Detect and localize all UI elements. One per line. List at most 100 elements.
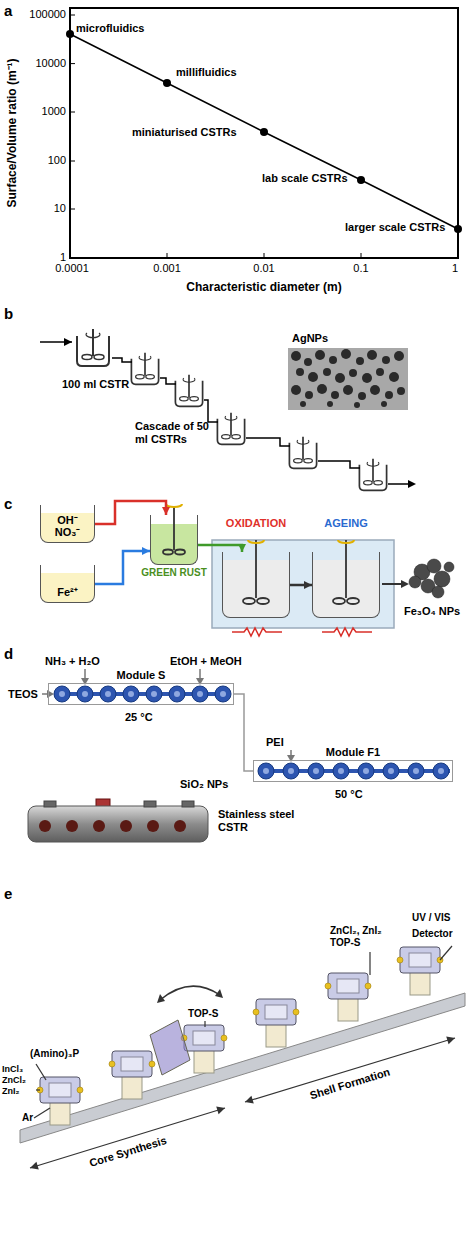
tem-image — [288, 348, 408, 410]
arrow-head — [401, 580, 409, 588]
photo-label: Stainless steel CSTR — [218, 808, 313, 834]
tick-label: 100000 — [22, 8, 66, 21]
reactor-bases — [50, 971, 430, 1125]
tick-label: 0.1 — [353, 262, 368, 275]
arrow-head — [142, 547, 150, 555]
image-label: AgNPs — [292, 332, 328, 345]
point-label: microfluidics — [76, 22, 144, 35]
reagent-label: TOP-S — [188, 1008, 218, 1020]
span-arrow — [245, 1038, 455, 1102]
product-label: Fe₃O₄ NPs — [404, 605, 460, 618]
reagent-label: TEOS — [8, 688, 38, 701]
point-label: millifluidics — [176, 66, 237, 79]
feed-tank: OH⁻ NO₃⁻ — [40, 505, 95, 543]
connector — [290, 581, 312, 589]
cstr-chain — [258, 763, 449, 779]
magnetite-panel-c — [212, 540, 454, 636]
arrow-head — [446, 1037, 455, 1045]
reactor-vessel: AGEING — [312, 552, 380, 618]
tick-label: 10 — [22, 202, 66, 215]
node-text: OH⁻ NO₃⁻ — [48, 514, 88, 539]
tick-label: 0.0001 — [55, 262, 89, 275]
cstr-symbol — [359, 459, 386, 490]
water-bath — [212, 540, 394, 628]
silica-panel-d — [28, 669, 450, 842]
connector — [234, 694, 253, 771]
cstr-chain — [54, 686, 231, 702]
reagent-label: ZnCl₂, ZnI₂ TOP-S — [330, 925, 402, 949]
connector-line — [198, 545, 242, 552]
connector-line — [290, 584, 312, 587]
point-label: miniaturised CSTRs — [132, 126, 237, 139]
node-text: OXIDATION — [226, 517, 286, 530]
cstr-cascade-panel-b — [40, 329, 416, 490]
detector-label: Detector — [412, 928, 453, 940]
data-line — [70, 34, 458, 229]
node-text: GREEN RUST — [141, 567, 207, 579]
node-text: Fe²⁺ — [48, 586, 88, 599]
panel-letter: c — [4, 495, 12, 513]
reagent-label: NH₃ + H₂O — [45, 655, 100, 668]
temperature-label: 50 °C — [335, 788, 363, 801]
arrow-heads — [47, 678, 295, 762]
outlet-line — [382, 583, 402, 585]
reagent-label: (Amino)₃P — [30, 1048, 79, 1060]
heater-symbol — [232, 628, 282, 636]
product-label: SiO₂ NPs — [180, 778, 228, 791]
arrow-head — [408, 480, 416, 488]
rotation-mark — [248, 540, 264, 543]
arrow-head — [238, 544, 246, 552]
tick-label: 100 — [22, 154, 66, 167]
magnet-plate — [150, 1020, 190, 1075]
cstr-symbol — [175, 375, 202, 406]
tick-label: 1000 — [22, 105, 66, 118]
node-text: Module F1 — [326, 746, 380, 759]
arrow-head — [245, 1096, 254, 1104]
stage-label: Core Synthesis — [88, 1134, 168, 1170]
arrow-head — [30, 1162, 39, 1170]
tick-label: 0.01 — [253, 262, 274, 275]
arrow-head — [157, 994, 165, 1003]
reactor-vessel: GREEN RUST — [150, 515, 198, 565]
data-points — [66, 30, 462, 233]
flow-lines — [40, 342, 410, 484]
arrow-head — [162, 507, 170, 515]
node-text: Module S — [117, 669, 166, 682]
connector-line — [234, 694, 253, 771]
transfer-arrow — [160, 986, 220, 1000]
axis-title: Surface/Volume ratio (m⁻¹) — [5, 58, 19, 207]
arrow-head — [64, 338, 72, 346]
panel-letter: a — [4, 2, 12, 20]
heater-symbol — [322, 628, 372, 636]
cstr-symbol — [77, 329, 109, 366]
node-text: AGEING — [324, 517, 367, 530]
plot-frame — [70, 8, 458, 258]
stage-label: Shell Formation — [308, 1066, 391, 1103]
chart-panel-a — [66, 8, 462, 258]
rotation-mark — [166, 504, 182, 507]
arrow-head — [304, 581, 312, 589]
module-box: Module F1 — [253, 760, 453, 782]
reagent-label: Ar — [22, 1112, 33, 1124]
stainless-steel-photo — [28, 799, 208, 842]
arrow-head — [216, 1107, 225, 1115]
connector — [95, 547, 150, 584]
temperature-label: 25 °C — [125, 711, 153, 724]
point-label: lab scale CSTRs — [262, 172, 348, 185]
reactor-label: Cascade of 50 ml CSTRs — [135, 420, 209, 446]
cstr-symbol — [131, 353, 158, 384]
point-label: larger scale CSTRs — [345, 221, 445, 234]
axis-title: Characteristic diameter (m) — [186, 280, 341, 294]
rotation-mark — [338, 540, 354, 543]
quantum-dot-panel-e — [20, 946, 465, 1169]
reactor-label: 100 ml CSTR — [62, 378, 129, 391]
rail — [20, 993, 465, 1143]
panel-letter: d — [4, 645, 13, 663]
tick-label: 10000 — [22, 57, 66, 70]
cstr-chain-highlights — [59, 691, 226, 697]
cstr-symbol — [289, 437, 316, 468]
reagent-label: PEI — [266, 736, 284, 749]
module-box: Module S — [48, 683, 234, 705]
reactor-blocks — [40, 947, 440, 1103]
